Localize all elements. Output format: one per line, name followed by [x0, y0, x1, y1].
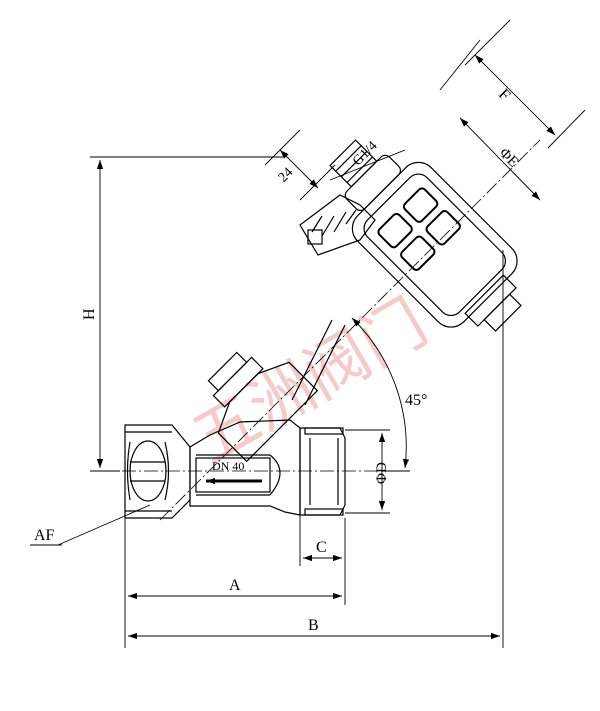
g-leader — [329, 149, 406, 181]
dim-angle — [351, 317, 410, 469]
label-A: A — [229, 577, 241, 594]
center-lines — [100, 139, 541, 521]
label-wrench: 24 — [276, 165, 297, 186]
label-C: C — [316, 539, 327, 556]
label-AF: AF — [34, 527, 55, 544]
dim-F — [474, 54, 556, 136]
dn-label: DN 40 — [212, 459, 244, 473]
label-F: F — [495, 86, 513, 104]
af-leader — [57, 504, 151, 546]
dimension-lines — [30, 54, 556, 640]
bonnet — [207, 351, 319, 463]
label-phiE: ΦE — [496, 145, 522, 171]
dim-E — [459, 117, 541, 201]
inlet-body — [124, 424, 191, 519]
outlet-body — [299, 427, 346, 516]
label-angle: 45° — [405, 392, 427, 409]
extension-lines — [90, 19, 586, 648]
label-H: H — [81, 308, 98, 320]
label-phiD: ΦD — [374, 462, 390, 484]
stem — [291, 319, 346, 406]
label-B: B — [308, 617, 319, 634]
dim-24 — [279, 149, 319, 189]
port-fitting — [299, 194, 376, 256]
